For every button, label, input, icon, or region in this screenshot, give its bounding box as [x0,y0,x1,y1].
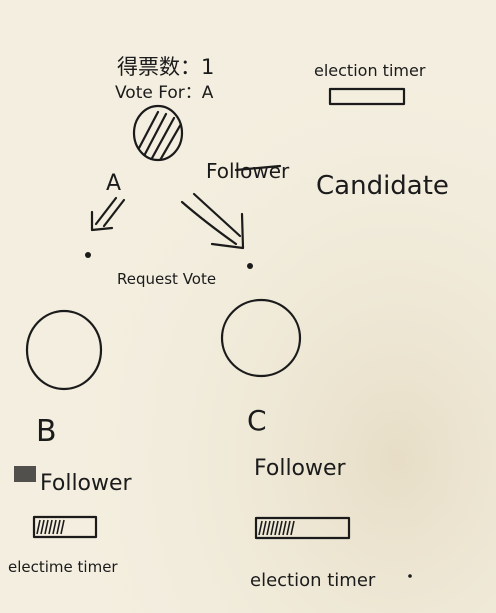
node-b-timer-bar [32,515,98,539]
node-a-old-state-text: Follower [206,159,290,183]
node-c-state: Follower [254,456,347,481]
node-c-timer-bar [254,516,351,540]
node-a-timer-bar [328,87,406,106]
vote-for-label: Vote For：A [115,83,214,103]
node-b-timer-hatch [48,519,53,535]
node-b-timer-hatch [44,519,49,535]
node-a-timer-label: election timer [314,61,426,80]
node-b-timer-fill [36,519,65,535]
node-c-timer-hatch [262,520,267,536]
node-c-timer-hatch [274,520,279,536]
node-c-timer-hatch [258,520,263,536]
node-c-timer-hatch [278,520,283,536]
node-c-timer-hatch [282,520,287,536]
node-b-timer-label: electime timer [8,558,118,576]
request-vote-arrow-to-c [180,192,253,269]
node-b-state: Follower [40,471,133,496]
node-b-timer-hatch [36,519,41,535]
node-c-timer-hatch [286,520,291,536]
node-b-timer-hatch [56,519,61,535]
request-vote-arrow-to-b [85,196,126,258]
strike-through [234,164,282,172]
node-c-timer-label: election timer [250,570,376,591]
stray-dot [408,574,412,578]
node-b-timer-hatch [60,519,65,535]
node-a-hatching [136,110,182,160]
node-c-name: C [247,404,267,437]
node-c-timer-hatch [266,520,271,536]
node-b-scribble [14,466,36,482]
node-b-name: B [36,414,57,449]
node-a-old-state: Follower [206,159,290,183]
node-c-timer-hatch [290,520,295,536]
node-b-timer-hatch [40,519,45,535]
node-a-name: A [106,171,121,196]
node-c-circle [220,298,302,378]
votes-count-label: 得票数：1 [117,55,214,79]
node-a-state: Candidate [316,171,449,201]
request-vote-label: Request Vote [117,270,216,288]
node-c-timer-hatch [270,520,275,536]
node-a-circle [132,104,184,162]
node-b-timer-hatch [52,519,57,535]
node-b-circle [25,309,103,391]
node-c-timer-fill [258,520,295,536]
